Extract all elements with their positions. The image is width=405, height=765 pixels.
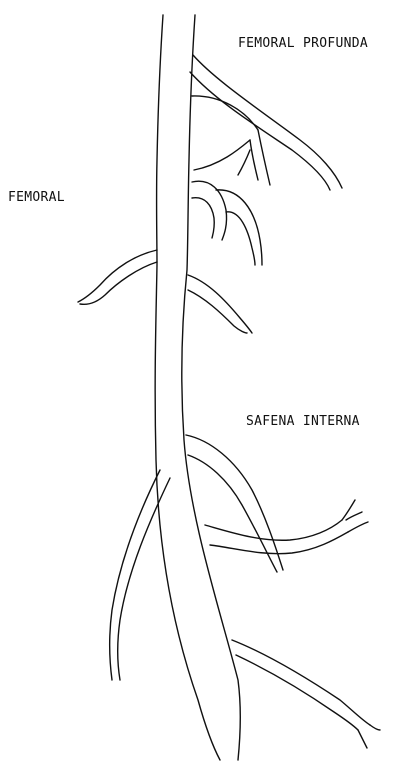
femoral-trunk bbox=[155, 15, 240, 760]
label-femoral: FEMORAL bbox=[8, 190, 65, 205]
upper-double-loop bbox=[192, 181, 262, 265]
femoral-left-branch bbox=[78, 250, 157, 304]
label-safena-interna: SAFENA INTERNA bbox=[246, 414, 360, 429]
lower-left-branch bbox=[110, 470, 170, 680]
label-femoral-profunda: FEMORAL PROFUNDA bbox=[238, 36, 368, 51]
lower-right-branch bbox=[232, 640, 380, 748]
safena-interna-branch bbox=[186, 435, 368, 572]
mid-right-branch bbox=[188, 275, 252, 333]
